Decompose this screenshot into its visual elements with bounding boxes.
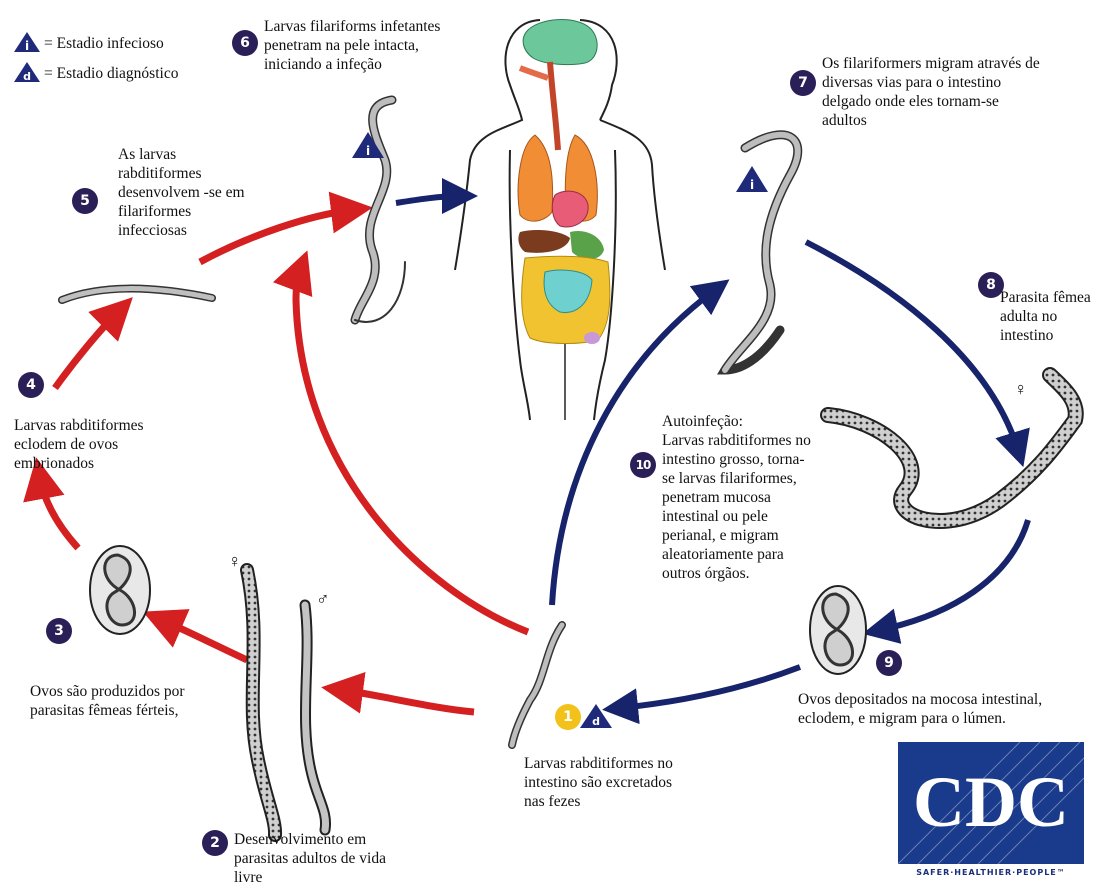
infective-stage-triangle-icon: i: [14, 32, 40, 53]
svg-text:d: d: [23, 70, 31, 83]
arrow-2-to-3: [162, 620, 247, 660]
cdc-tagline: SAFER·HEALTHIER·PEOPLE™: [898, 868, 1084, 877]
legend-diagnostic-label: = Estadio diagnóstico: [44, 64, 178, 84]
svg-text:i: i: [25, 39, 29, 53]
step-2-badge: 2: [202, 830, 228, 856]
arrow-3-to-4: [40, 478, 78, 548]
svg-text:i: i: [366, 144, 370, 158]
step-3-badge: 3: [46, 618, 72, 644]
svg-text:i: i: [750, 178, 754, 192]
diagnostic-stage-triangle-icon: d: [14, 62, 40, 83]
step-5-badge: 5: [72, 188, 98, 214]
human-body-icon: [455, 20, 665, 420]
diagnostic-stage-triangle-icon: d: [580, 704, 612, 728]
arrow-1-to-6: [296, 270, 528, 632]
cdc-logo-icon: CDC: [898, 742, 1084, 864]
step-4-badge: 4: [18, 372, 44, 398]
arrow-9-to-1: [620, 667, 800, 708]
egg-icon: [90, 546, 150, 634]
step-3-text: Ovos são produzidos por parasitas fêmeas…: [30, 682, 250, 720]
step-10-badge: 10: [630, 452, 656, 478]
male-symbol: ♂: [316, 590, 330, 609]
step-8-text: Parasita fêmea adulta no intestino: [1000, 288, 1108, 345]
step-7-badge: 7: [790, 70, 816, 96]
female-symbol: ♀: [228, 552, 242, 571]
step-4-text: Larvas rabditiformes eclodem de ovos emb…: [14, 416, 214, 473]
female-symbol: ♀: [1014, 380, 1028, 399]
step-7-text: Os filariformers migram através de diver…: [822, 54, 1092, 130]
svg-text:d: d: [592, 715, 600, 728]
svg-text:CDC: CDC: [913, 762, 1069, 842]
step-1-badge: 1: [555, 704, 581, 730]
step-9-badge: 9: [876, 650, 902, 676]
step-2-text: Desenvolvimento em parasitas adultos de …: [234, 830, 444, 887]
egg-icon: [810, 586, 866, 674]
arrow-8-to-9: [880, 520, 1028, 630]
legend-infective-label: = Estadio infecioso: [44, 34, 164, 54]
arrow-4-to-5: [55, 312, 118, 388]
step-6-text: Larvas filariforms infetantes penetram n…: [264, 17, 524, 74]
arrow-1-to-2: [342, 690, 474, 712]
step-9-text: Ovos depositados na mocosa intestinal, e…: [798, 690, 1108, 728]
step-10-text: Autoinfeção: Larvas rabditiformes no int…: [662, 412, 862, 583]
step-1-text: Larvas rabditiformes no intestino são ex…: [524, 754, 734, 811]
step-5-text: As larvas rabditiformes desenvolvem -se …: [118, 145, 288, 240]
arrow-6-to-body: [396, 196, 460, 203]
infective-stage-triangle-icon: i: [736, 166, 768, 192]
step-6-badge: 6: [232, 30, 258, 56]
